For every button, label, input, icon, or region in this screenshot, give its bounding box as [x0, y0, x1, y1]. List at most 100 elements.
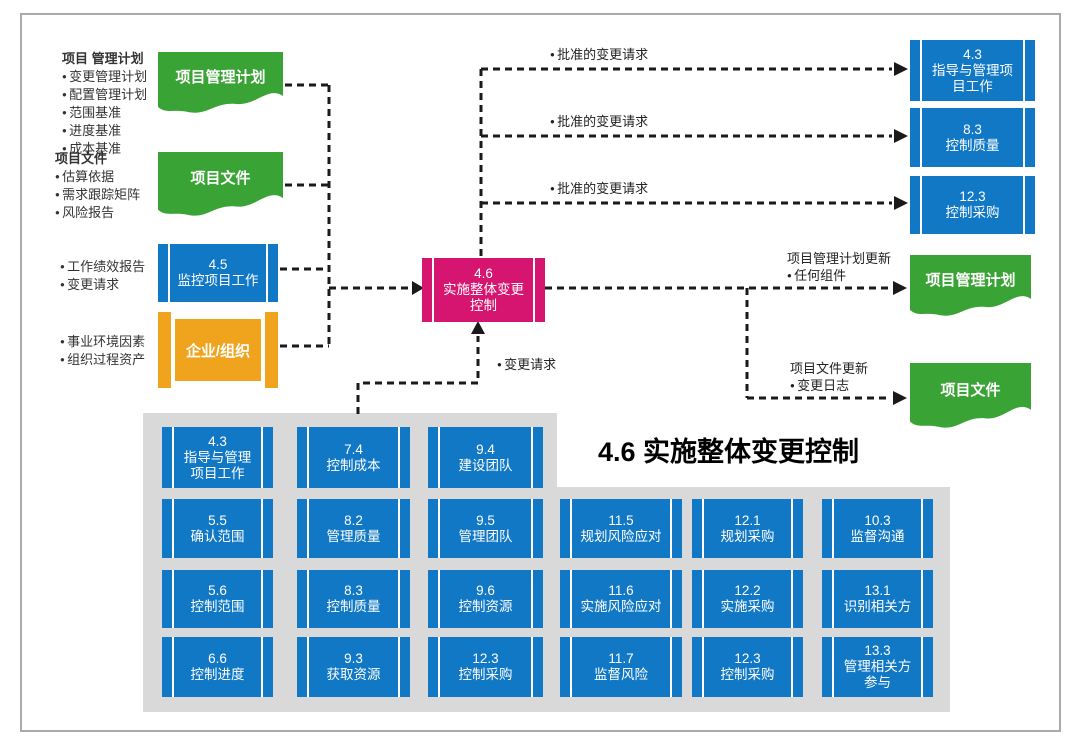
list-item: 变更请求 — [60, 276, 200, 294]
document-wave-icon — [910, 363, 1031, 428]
process-number: 11.5 — [608, 512, 634, 528]
arrow-label-approved-1: 批准的变更请求 — [550, 46, 648, 63]
grid-box-12-1: 12.1 规划采购 — [692, 499, 803, 558]
process-number: 11.7 — [608, 651, 634, 666]
grid-box-10-3: 10.3 监督沟通 — [822, 499, 933, 558]
grid-box-4-3: 4.3 指导与管理 项目工作 — [162, 427, 273, 488]
arrow-label-approved-2: 批准的变更请求 — [550, 113, 648, 130]
process-label: 获取资源 — [326, 667, 381, 682]
document-label: 项目文件 — [190, 170, 251, 187]
process-label: 监控项目工作 — [177, 273, 259, 288]
grid-box-13-1: 13.1 识别相关方 — [822, 570, 933, 628]
process-label: 控制采购 — [458, 667, 513, 682]
process-number: 9.4 — [476, 441, 495, 457]
list-item: 配置管理计划 — [62, 86, 202, 104]
list-item: 变更管理计划 — [62, 68, 202, 86]
list-item: 风险报告 — [55, 204, 195, 222]
process-label: 控制进度 — [190, 667, 245, 682]
document-wave-icon — [158, 52, 283, 113]
process-label: 监督沟通 — [850, 528, 905, 544]
grid-box-13-3: 13.3 管理相关方 参与 — [822, 637, 933, 697]
process-label: 建设团队 — [458, 457, 513, 473]
process-number: 12.3 — [734, 651, 761, 666]
process-label: 控制质量 — [326, 599, 381, 614]
process-label: 识别相关方 — [843, 599, 912, 614]
document-label: 项目文件 — [940, 381, 1001, 399]
process-label: 指导与管理项 目工作 — [932, 62, 1013, 94]
document-label: 项目管理计划 — [175, 68, 266, 86]
arrow-label-title: 项目文件更新 — [790, 361, 869, 376]
process-label: 控制采购 — [720, 667, 775, 682]
list-item: 范围基准 — [62, 104, 202, 122]
process-box-8-3: 8.3 控制质量 — [910, 108, 1035, 167]
grid-box-12-3a: 12.3 控制采购 — [428, 637, 543, 697]
process-number: 9.3 — [344, 651, 363, 666]
process-number: 9.5 — [476, 512, 495, 528]
process-number: 4.3 — [208, 433, 227, 449]
process-number: 7.4 — [344, 441, 363, 457]
process-label: 控制资源 — [458, 599, 513, 614]
grid-box-12-3b: 12.3 控制采购 — [692, 637, 803, 697]
process-label: 控制质量 — [945, 137, 1000, 153]
process-label: 控制采购 — [945, 205, 1000, 220]
process-label: 实施风险应对 — [580, 599, 662, 614]
process-number: 4.3 — [963, 46, 982, 62]
enterprise-label: 企业/组织 — [185, 342, 251, 360]
arrow-label-change-request: 变更请求 — [497, 356, 556, 373]
list-header: 项目文件 — [55, 151, 108, 166]
list-header: 项目 管理计划 — [62, 51, 144, 66]
process-label: 控制成本 — [326, 457, 381, 473]
process-number: 4.5 — [208, 257, 228, 272]
grid-box-11-7: 11.7 监督风险 — [560, 637, 682, 697]
arrow-label-bullet: 任何组件 — [787, 267, 891, 284]
grid-title: 4.6 实施整体变更控制 — [598, 437, 860, 467]
arrow-label-doc-update: 项目文件更新 变更日志 — [790, 360, 868, 394]
document-shape-project-documents-output: 项目文件 — [910, 363, 1031, 429]
arrow-label-title: 项目管理计划更新 — [787, 251, 892, 266]
grid-box-8-3: 8.3 控制质量 — [297, 570, 410, 628]
enterprise-shape: 企业/组织 — [158, 312, 278, 388]
process-number: 8.3 — [344, 583, 363, 598]
process-label: 指导与管理 项目工作 — [183, 449, 252, 481]
document-shape-pm-plan: 项目管理计划 — [158, 52, 283, 114]
enterprise-bar-icon — [158, 312, 171, 388]
list-item: 估算依据 — [55, 168, 195, 186]
process-number: 10.3 — [864, 512, 891, 528]
process-box-4-5: 4.5 监控项目工作 — [158, 244, 278, 302]
process-label: 规划采购 — [720, 528, 775, 544]
process-label: 实施采购 — [720, 599, 775, 614]
process-number: 12.3 — [472, 651, 499, 666]
grid-box-5-6: 5.6 控制范围 — [162, 570, 273, 628]
process-label: 实施整体变更 控制 — [443, 282, 524, 313]
grid-box-6-6: 6.6 控制进度 — [162, 637, 273, 697]
enterprise-bar-icon — [265, 312, 278, 388]
list-item: 需求跟踪矩阵 — [55, 186, 195, 204]
grid-box-9-6: 9.6 控制资源 — [428, 570, 543, 628]
process-number: 12.3 — [959, 189, 986, 204]
process-box-4-3: 4.3 指导与管理项 目工作 — [910, 40, 1035, 101]
input-list-pm-plan: 项目 管理计划 变更管理计划 配置管理计划 范围基准 进度基准 成本基准 — [62, 50, 202, 158]
grid-box-5-5: 5.5 确认范围 — [162, 499, 273, 558]
input-list-enterprise: 事业环境因素 组织过程资产 — [60, 333, 200, 369]
process-number: 8.3 — [963, 121, 982, 137]
input-list-monitor-work: 工作绩效报告 变更请求 — [60, 258, 200, 294]
grid-box-7-4: 7.4 控制成本 — [297, 427, 410, 488]
document-wave-icon — [158, 152, 283, 216]
document-shape-pm-plan-output: 项目管理计划 — [910, 255, 1031, 317]
process-number: 13.1 — [864, 583, 891, 598]
grid-box-11-6: 11.6 实施风险应对 — [560, 570, 682, 628]
process-number: 9.6 — [476, 583, 495, 598]
list-item: 进度基准 — [62, 122, 202, 140]
process-label: 规划风险应对 — [580, 528, 662, 544]
input-list-project-documents: 项目文件 估算依据 需求跟踪矩阵 风险报告 — [55, 150, 195, 222]
grid-box-8-2: 8.2 管理质量 — [297, 499, 410, 558]
grid-box-9-5: 9.5 管理团队 — [428, 499, 543, 558]
list-item: 成本基准 — [62, 140, 202, 158]
process-box-12-3: 12.3 控制采购 — [910, 176, 1035, 234]
process-number: 6.6 — [208, 651, 227, 666]
process-label: 管理相关方 参与 — [843, 659, 912, 690]
arrow-label-pm-update: 项目管理计划更新 任何组件 — [787, 250, 891, 284]
process-label: 确认范围 — [190, 528, 245, 544]
list-item: 事业环境因素 — [60, 333, 200, 351]
